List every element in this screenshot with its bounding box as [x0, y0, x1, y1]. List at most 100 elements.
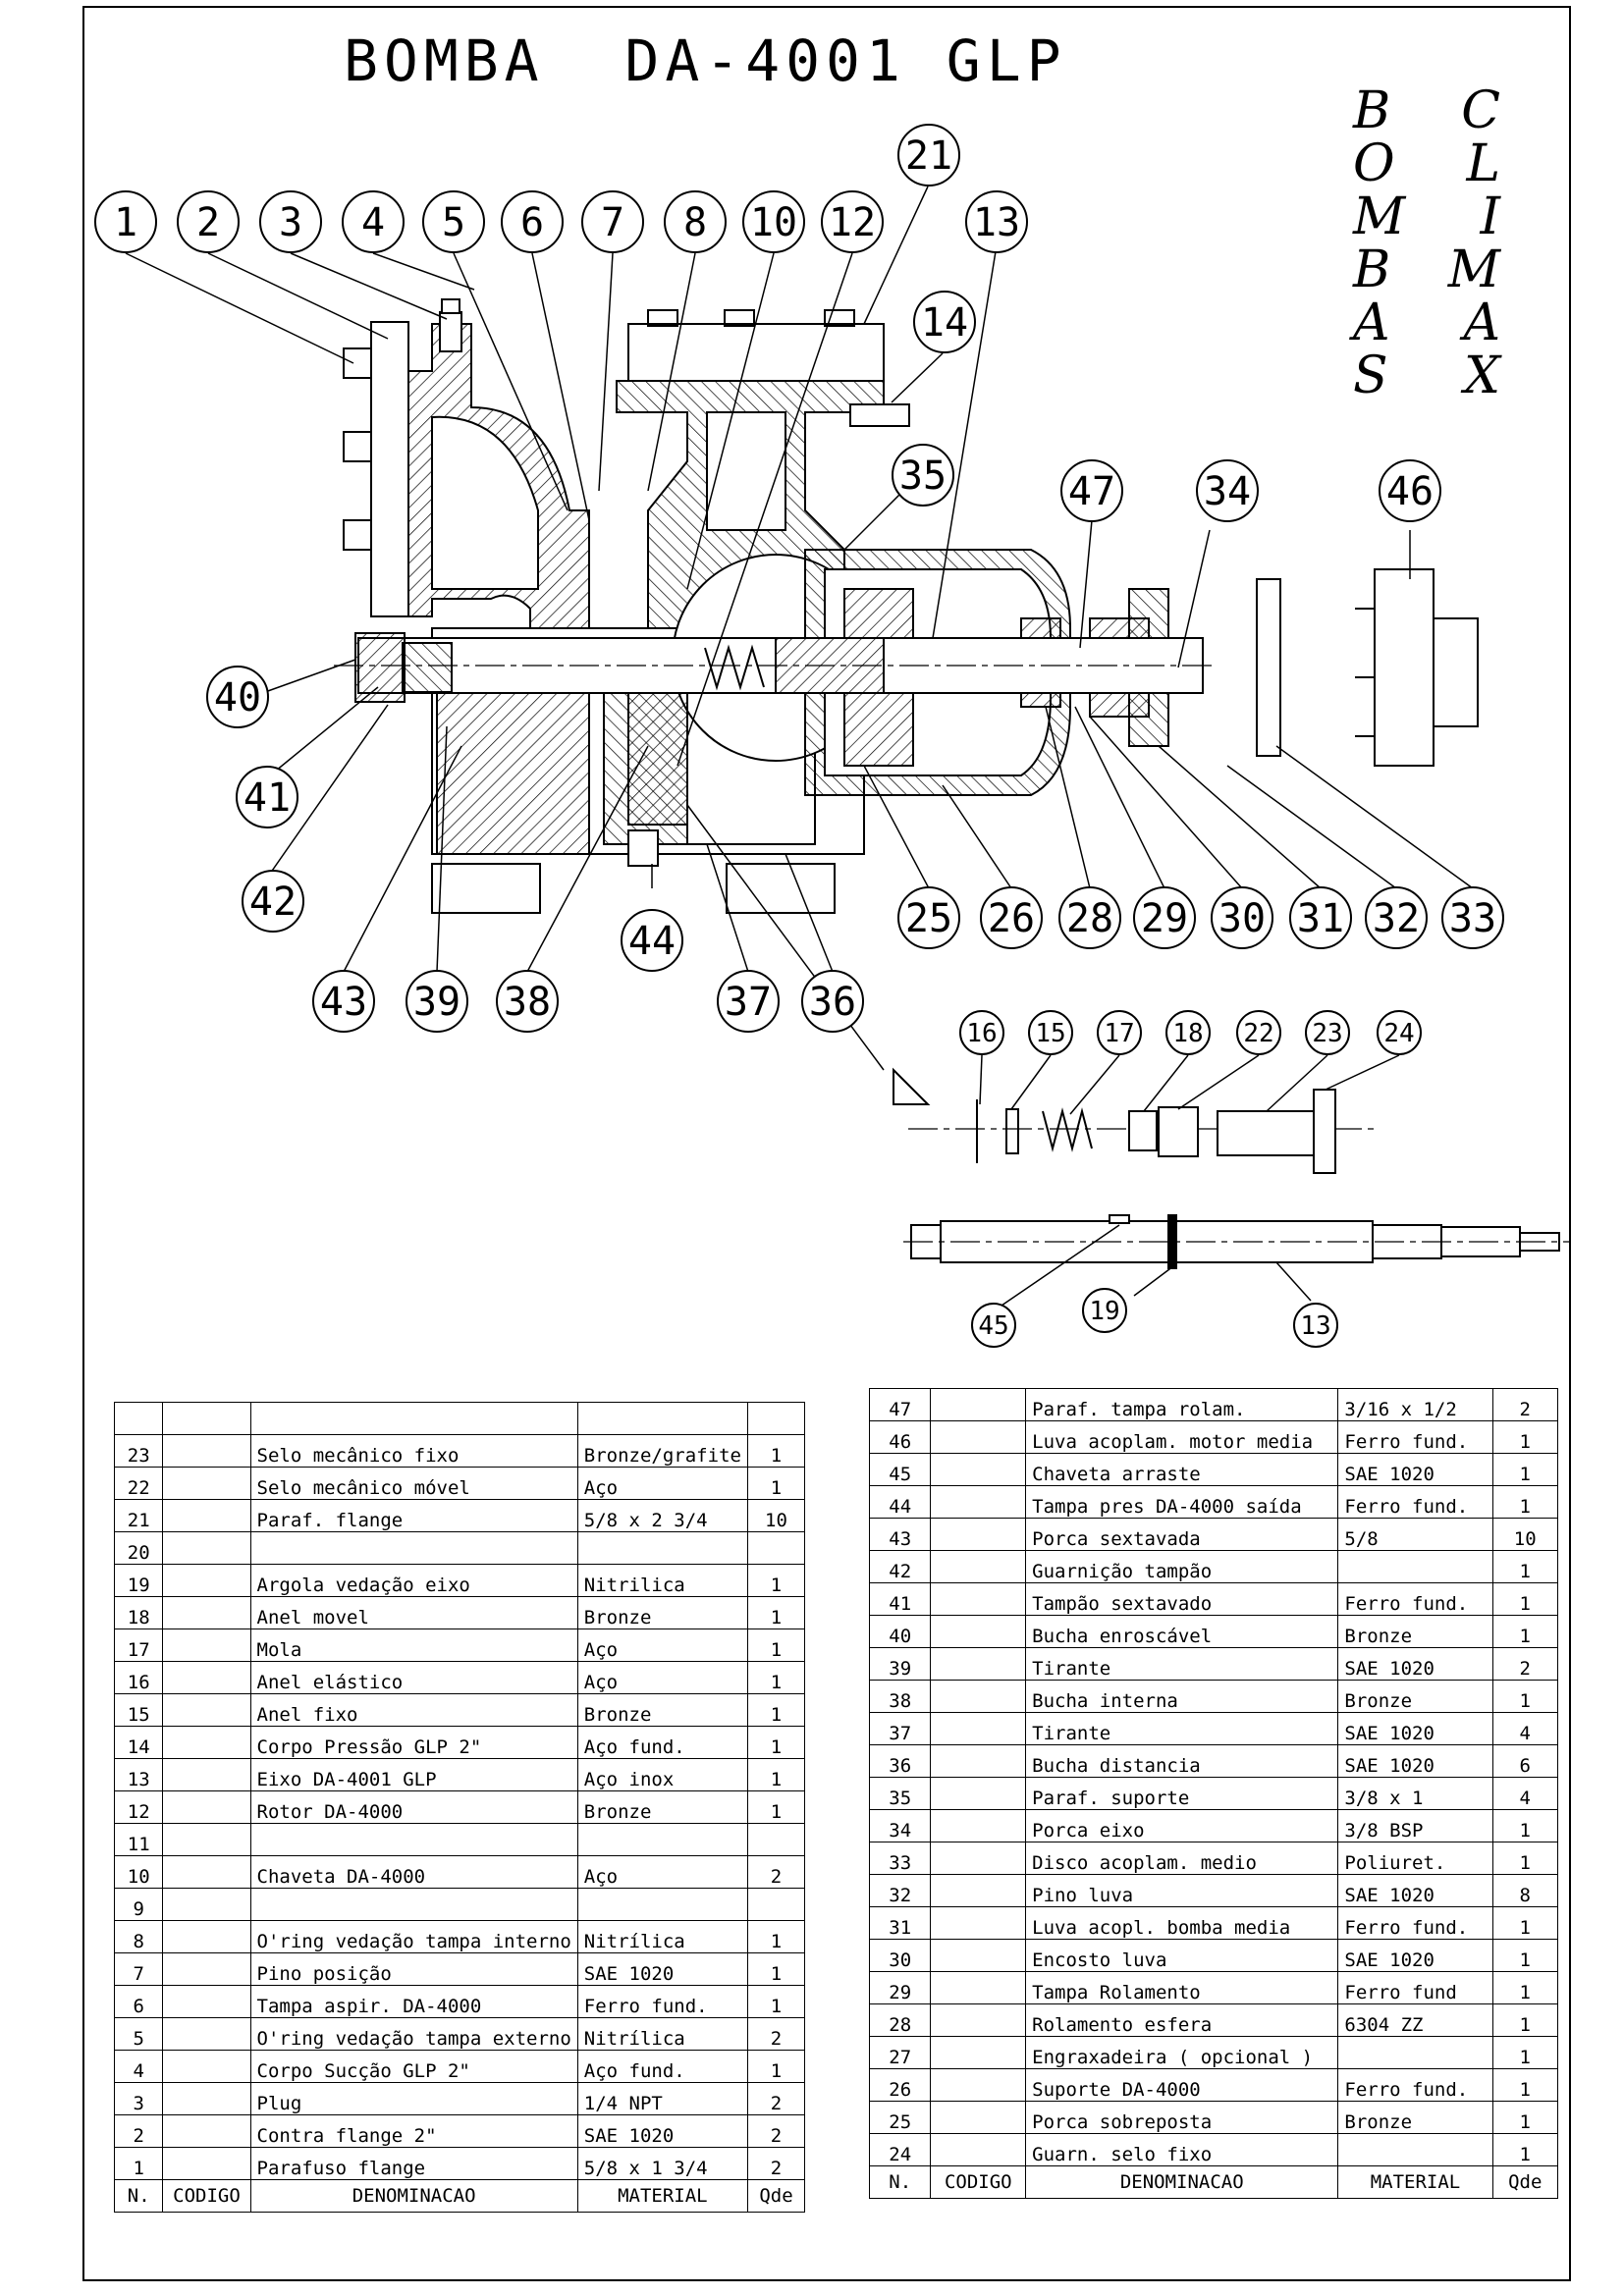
- balloon-b42: 42: [242, 870, 304, 933]
- balloon-circle: [177, 190, 240, 253]
- cell-desc: Contra flange 2": [249, 2114, 578, 2148]
- cell-desc: Rotor DA-4000: [249, 1790, 578, 1824]
- cell-material: Ferro fund.: [1337, 1582, 1493, 1616]
- cell-qty: [746, 1823, 806, 1856]
- balloon-circle: [621, 909, 683, 972]
- balloon-label: 19: [1089, 1297, 1119, 1326]
- balloon-circle: [717, 970, 780, 1033]
- balloon-circle: [1305, 1010, 1350, 1055]
- cell-material: 5/8: [1337, 1518, 1493, 1551]
- foot: [431, 863, 541, 914]
- cell-qty: 1: [1491, 1842, 1558, 1875]
- cell-qty: 1: [1491, 1680, 1558, 1713]
- cell-n: 8: [113, 1920, 164, 1953]
- balloon-circle: [1097, 1010, 1142, 1055]
- cell-material: Aço: [576, 1661, 748, 1694]
- balloon-circle: [892, 444, 954, 507]
- cell-desc: Argola vedação eixo: [249, 1564, 578, 1597]
- balloon-b3: 3: [259, 190, 322, 253]
- balloon-label: 21: [905, 133, 952, 179]
- cell-codigo: [162, 1855, 251, 1889]
- balloon-label: 13: [973, 200, 1020, 245]
- balloon-b26: 26: [980, 886, 1043, 949]
- balloon-b13: 13: [965, 190, 1028, 253]
- cell-desc: Rolamento esfera: [1025, 2003, 1339, 2037]
- header-qde: Qde: [1491, 2165, 1558, 2199]
- cell-desc: O'ring vedação tampa externo: [249, 2017, 578, 2051]
- cell-desc: Engraxadeira ( opcional ): [1025, 2036, 1339, 2069]
- cell-qty: 1: [1491, 1582, 1558, 1616]
- table-row: 9: [113, 1888, 806, 1921]
- cell-qty: 1: [1491, 1453, 1558, 1486]
- cell-qty: 2: [746, 1855, 806, 1889]
- balloon-circle: [1133, 886, 1196, 949]
- balloon-circle: [1441, 886, 1504, 949]
- cell-material: Bronze/grafite: [576, 1434, 748, 1468]
- balloon-b22: 22: [1236, 1010, 1281, 1055]
- spring: [704, 644, 765, 691]
- brand-letter: L: [1466, 134, 1500, 193]
- balloon-b10: 10: [742, 190, 805, 253]
- cell-desc: Bucha distancia: [1025, 1744, 1339, 1778]
- balloon-b23: 23: [1305, 1010, 1350, 1055]
- cell-qty: 1: [1491, 1485, 1558, 1519]
- cell-desc: Paraf. suporte: [1025, 1777, 1339, 1810]
- cell-desc: Tampão sextavado: [1025, 1582, 1339, 1616]
- cell-codigo: [162, 2017, 251, 2051]
- balloon-circle: [496, 970, 559, 1033]
- cell-codigo: [162, 1758, 251, 1791]
- balloon-circle: [1289, 886, 1352, 949]
- balloon-label: 22: [1243, 1019, 1273, 1048]
- balloon-label: 10: [750, 200, 797, 245]
- balloon-label: 23: [1312, 1019, 1342, 1048]
- cell-n: 47: [868, 1388, 932, 1421]
- cell-qty: 1: [746, 1693, 806, 1727]
- cell-n: 27: [868, 2036, 932, 2069]
- balloon-b38: 38: [496, 970, 559, 1033]
- cell-material: [1337, 2133, 1493, 2166]
- table-cell: [576, 1402, 748, 1435]
- cell-desc: Tirante: [1025, 1647, 1339, 1681]
- balloon-label: 46: [1386, 469, 1434, 514]
- cell-qty: 1: [746, 1434, 806, 1468]
- cell-qty: 10: [1491, 1518, 1558, 1551]
- cell-qty: 1: [1491, 1971, 1558, 2004]
- cell-material: Nitrilica: [576, 1564, 748, 1597]
- balloon-circle: [406, 970, 468, 1033]
- cell-material: Aço fund.: [576, 1726, 748, 1759]
- cell-codigo: [930, 1874, 1027, 1907]
- cell-n: 32: [868, 1874, 932, 1907]
- balloon-label: 43: [320, 980, 367, 1025]
- cell-material: 1/4 NPT: [576, 2082, 748, 2115]
- balloon-label: 16: [966, 1019, 997, 1048]
- table-cell: [162, 1402, 251, 1435]
- cell-desc: Porca sobreposta: [1025, 2101, 1339, 2134]
- cell-material: Bronze: [576, 1596, 748, 1629]
- cell-desc: Disco acoplam. medio: [1025, 1842, 1339, 1875]
- balloon-label: 47: [1068, 469, 1115, 514]
- header-n: N.: [868, 2165, 932, 2199]
- cell-codigo: [162, 1661, 251, 1694]
- cell-qty: 1: [1491, 1939, 1558, 1972]
- cell-codigo: [930, 2133, 1027, 2166]
- brand-letter: S: [1353, 347, 1388, 405]
- brand-letter: B: [1353, 240, 1391, 299]
- balloon-b15: 15: [1028, 1010, 1073, 1055]
- cell-qty: 6: [1491, 1744, 1558, 1778]
- balloon-b30: 30: [1211, 886, 1273, 949]
- flange-bolt: [343, 347, 372, 379]
- balloon-b25: 25: [897, 886, 960, 949]
